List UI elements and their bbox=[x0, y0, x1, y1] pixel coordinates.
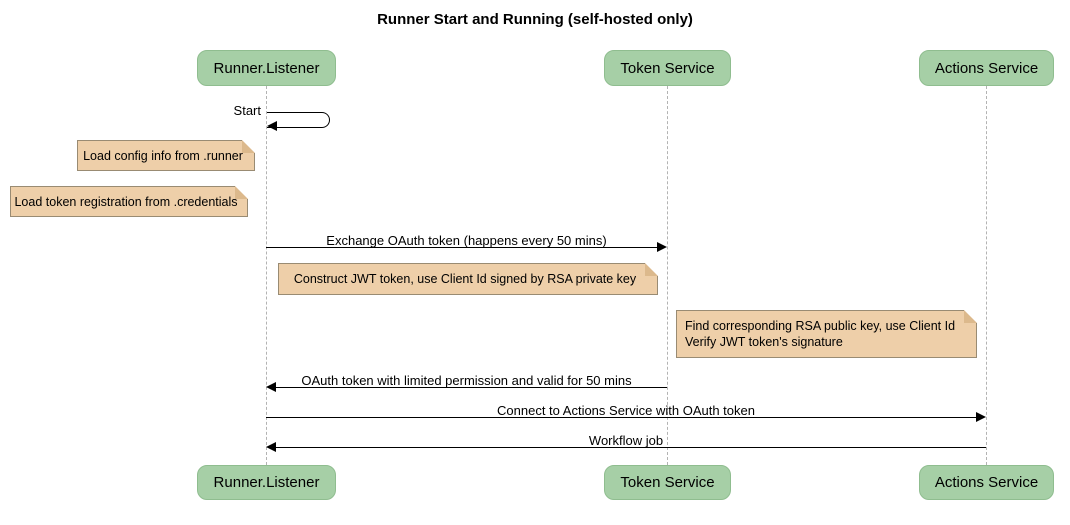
arrowhead-left-icon bbox=[266, 382, 276, 392]
arrowhead-right-icon bbox=[976, 412, 986, 422]
note-load-config-text: Load config info from .runner bbox=[83, 148, 243, 163]
message-workflow-line bbox=[275, 447, 986, 448]
note-load-config: Load config info from .runner bbox=[77, 140, 255, 171]
message-oauth-return-label: OAuth token with limited permission and … bbox=[301, 373, 632, 388]
lifeline-runner-listener bbox=[266, 86, 267, 465]
note-verify-jwt: Find corresponding RSA public key, use C… bbox=[676, 310, 977, 358]
note-load-credentials: Load token registration from .credential… bbox=[10, 186, 248, 217]
message-start-self-loop bbox=[267, 112, 330, 128]
arrowhead-right-icon bbox=[657, 242, 667, 252]
diagram-title: Runner Start and Running (self-hosted on… bbox=[377, 11, 693, 28]
participant-top-token-service: Token Service bbox=[604, 50, 731, 86]
note-verify-jwt-line2: Verify JWT token's signature bbox=[685, 335, 843, 349]
note-load-credentials-text: Load token registration from .credential… bbox=[14, 194, 238, 209]
note-construct-jwt-text: Construct JWT token, use Client Id signe… bbox=[293, 272, 637, 286]
participant-bottom-token-service: Token Service bbox=[604, 465, 731, 500]
message-oauth-return-line bbox=[275, 387, 667, 388]
lifeline-token-service bbox=[667, 86, 668, 465]
message-exchange-label: Exchange OAuth token (happens every 50 m… bbox=[326, 233, 607, 248]
lifeline-actions-service bbox=[986, 86, 987, 465]
participant-bottom-runner-listener: Runner.Listener bbox=[197, 465, 336, 500]
participant-top-runner-listener: Runner.Listener bbox=[197, 50, 336, 86]
message-start-label: Start bbox=[233, 103, 261, 118]
note-verify-jwt-line1: Find corresponding RSA public key, use C… bbox=[685, 319, 956, 333]
note-construct-jwt: Construct JWT token, use Client Id signe… bbox=[278, 263, 658, 295]
message-connect-label: Connect to Actions Service with OAuth to… bbox=[497, 403, 755, 418]
participant-top-actions-service: Actions Service bbox=[919, 50, 1054, 86]
message-connect-line bbox=[266, 417, 977, 418]
message-exchange-line bbox=[266, 247, 658, 248]
participant-bottom-actions-service: Actions Service bbox=[919, 465, 1054, 500]
message-workflow-label: Workflow job bbox=[588, 433, 664, 448]
arrowhead-left-icon bbox=[266, 442, 276, 452]
arrowhead-left-icon bbox=[267, 121, 277, 131]
